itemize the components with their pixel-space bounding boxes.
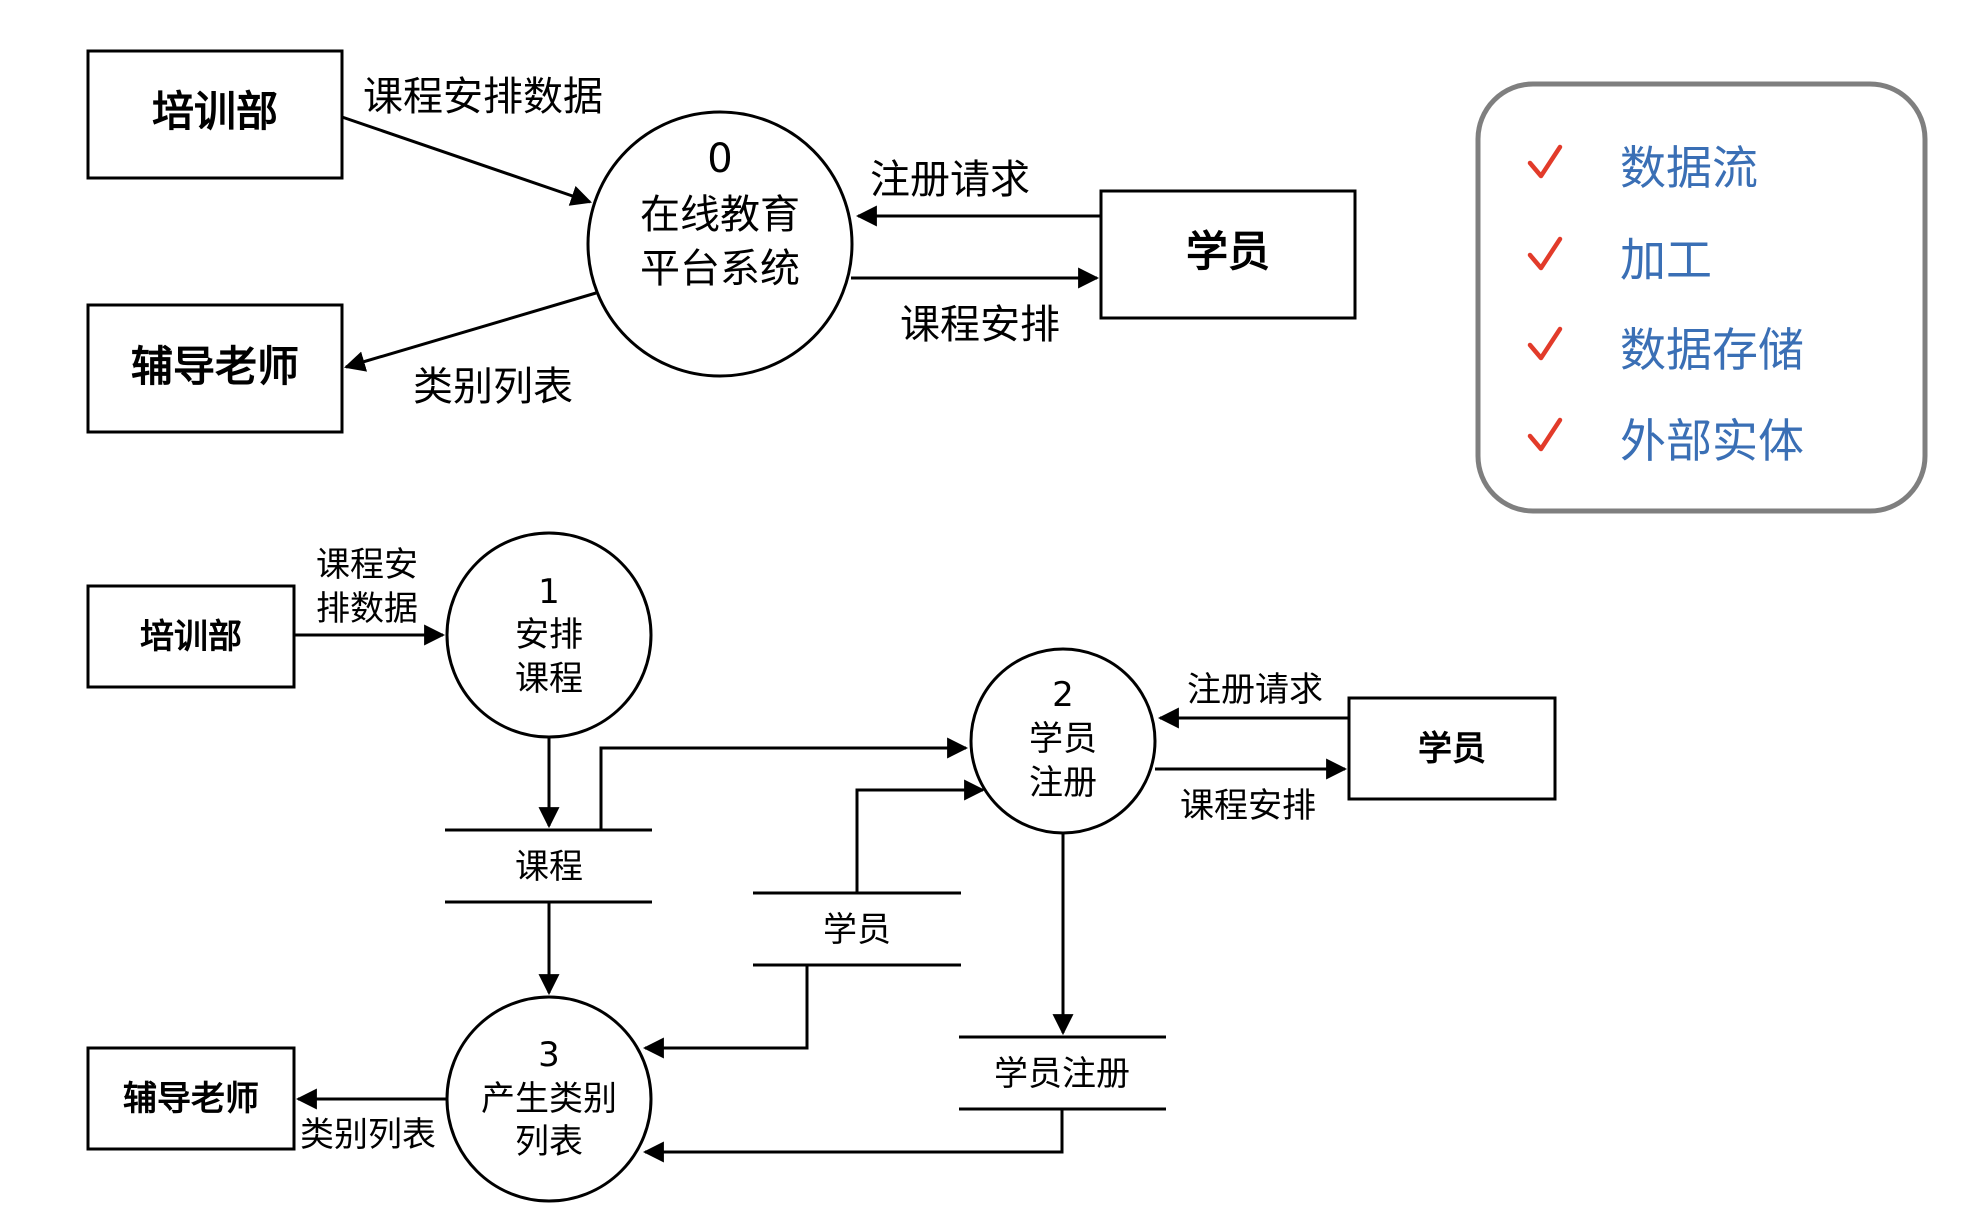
check-icon [1527, 326, 1563, 361]
context-flow-course-schedule-label: 课程安排 [900, 302, 1060, 348]
level1-flow-student-store-to-p2 [855, 779, 986, 893]
check-icon [1527, 417, 1563, 452]
context-entity-student-box [1099, 189, 1357, 320]
context-entity-training-label: 培训部 [152, 87, 278, 136]
level1-flow-register-request-label: 注册请求 [1187, 670, 1323, 710]
level1-diagram: 培训部 辅导老师 学员 1 安排 课程 2 学员 注册 3 产生类别 列表 课程… [86, 531, 1557, 1203]
level1-entity-training-label: 培训部 [140, 617, 242, 657]
level1-store-course-label: 课程 [515, 847, 583, 887]
context-process-circle [586, 110, 854, 378]
level1-process-1-line1: 安排 [515, 615, 583, 655]
level1-process-2-line2: 注册 [1029, 763, 1097, 803]
level1-store-student-label: 学员 [823, 910, 891, 950]
legend: 数据流 加工 数据存储 外部实体 [1475, 81, 1928, 514]
level1-entity-tutor-box [86, 1046, 296, 1151]
context-entity-training-box [86, 49, 344, 180]
context-diagram: 培训部 辅导老师 学员 0 在线教育 平台系统 课程安排数据 类别列表 注册请求… [86, 49, 1357, 434]
level1-entity-training-box [86, 584, 296, 689]
level1-flow-registration-store-to-p3 [642, 1109, 1064, 1163]
level1-flow-schedule-data-label-line2: 排数据 [316, 589, 418, 629]
level1-process-2-number: 2 [1052, 675, 1074, 715]
legend-item-data-flow: 数据流 [1620, 141, 1758, 195]
level1-flow-student-store-to-p3 [642, 965, 809, 1059]
level1-entity-student-label: 学员 [1418, 729, 1486, 769]
context-flow-schedule-data-arrow [341, 115, 592, 206]
context-process-number: 0 [707, 136, 732, 182]
level1-flow-course-store-to-p2 [599, 737, 969, 830]
context-entity-tutor-box [86, 303, 344, 434]
context-flow-category-list-arrow [343, 291, 597, 372]
context-flow-category-list-label: 类别列表 [413, 364, 573, 410]
check-icon [1527, 144, 1563, 179]
level1-process-1-number: 1 [538, 572, 560, 612]
legend-item-data-store: 数据存储 [1620, 323, 1804, 377]
check-icon [1527, 236, 1563, 271]
level1-process-3-line1: 产生类别 [481, 1079, 617, 1119]
level1-process-3-line2: 列表 [515, 1122, 583, 1162]
context-flow-register-request-label: 注册请求 [870, 157, 1030, 203]
level1-process-1-line2: 课程 [515, 659, 583, 699]
context-process-name-line1: 在线教育 [640, 192, 800, 238]
level1-flow-category-list-label: 类别列表 [300, 1115, 436, 1155]
legend-item-external-entity: 外部实体 [1620, 414, 1804, 468]
level1-store-registration-label: 学员注册 [994, 1054, 1130, 1094]
legend-item-process: 加工 [1620, 233, 1712, 287]
legend-box [1475, 81, 1928, 514]
level1-process-3-number: 3 [538, 1035, 560, 1075]
context-process-name-line2: 平台系统 [640, 246, 800, 292]
level1-process-2-line1: 学员 [1029, 719, 1097, 759]
level1-entity-tutor-label: 辅导老师 [123, 1079, 259, 1119]
context-flow-schedule-data-label: 课程安排数据 [363, 74, 603, 120]
level1-flow-schedule-data-label-line1: 课程安 [316, 545, 418, 585]
context-entity-student-label: 学员 [1186, 227, 1270, 276]
level1-flow-course-schedule-label: 课程安排 [1180, 786, 1316, 826]
context-entity-tutor-label: 辅导老师 [131, 342, 299, 391]
level1-entity-student-box [1347, 696, 1557, 801]
